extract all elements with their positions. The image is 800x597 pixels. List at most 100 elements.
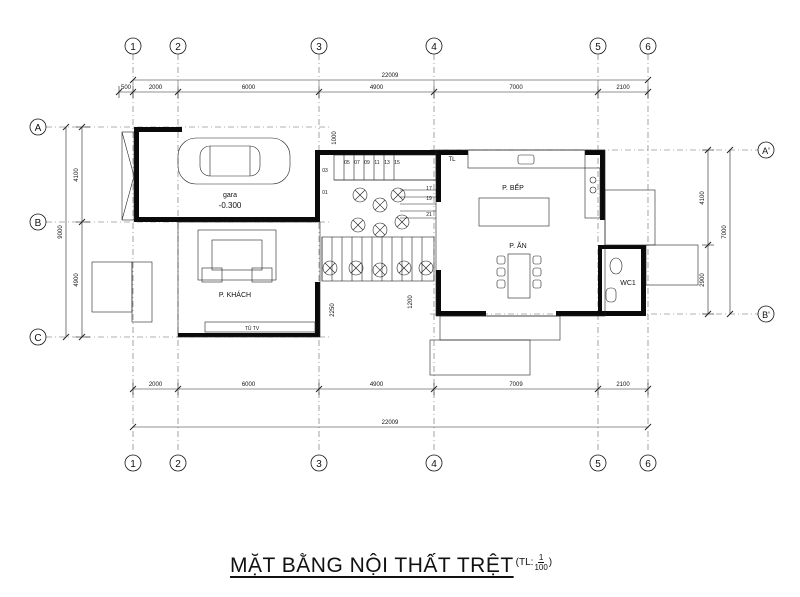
wall-khach-bottom: [178, 333, 320, 337]
axis-bubble-col: [425, 454, 443, 472]
dining-chair: [532, 279, 542, 289]
axis-bubble-col: [310, 454, 328, 472]
dim-bottom-total-label: 22009: [382, 420, 399, 426]
axis-row-right-label: B': [762, 310, 770, 320]
dim-tick: [644, 423, 652, 431]
axis-bubble-col: [124, 454, 142, 472]
wall-kitchen-top-right: [585, 150, 605, 155]
axis-col-label: 2: [175, 42, 181, 53]
wall-wc-right: [641, 245, 646, 315]
wall-wc-top: [598, 245, 646, 249]
axis-col-label: 6: [645, 459, 651, 470]
outdoor-step: [604, 189, 656, 246]
drawing-scale: (TL: 1 100 ): [516, 553, 552, 572]
dim-1000-label: 1000: [332, 131, 338, 145]
kitchen-island: [478, 197, 550, 227]
scale-prefix: (TL:: [515, 557, 534, 568]
stair-number: 05: [344, 160, 350, 166]
axis-bubble-col: [589, 37, 607, 55]
gara-door-diag: [121, 175, 135, 221]
scale-fraction: 1 100: [534, 553, 547, 572]
dim-top-label: 2100: [616, 85, 630, 91]
plant-leaf: [374, 199, 386, 211]
plant-icon: [372, 262, 388, 278]
dim-right-label: 2900: [700, 273, 706, 287]
axis-bubble-col: [639, 454, 657, 472]
room-label-gara-level: -0.300: [219, 201, 242, 210]
drawing-title: MẶT BẰNG NỘI THẤT TRỆT: [230, 554, 514, 577]
car-roof: [199, 145, 261, 177]
dim-tick: [644, 76, 652, 84]
stair-number: 21: [426, 212, 432, 218]
dim-top-label: 4900: [370, 85, 384, 91]
plant-leaf: [352, 219, 364, 231]
wall-tl-top: [436, 150, 468, 155]
axis-col-label: 3: [316, 42, 322, 53]
room-label-tl: TL: [448, 157, 456, 163]
sofa-outer: [197, 229, 277, 281]
stair-number: 15: [394, 160, 400, 166]
dim-left-total-label: 9000: [58, 225, 64, 239]
axis-row-label: B: [35, 218, 42, 229]
stair-number: 03: [322, 168, 328, 174]
outdoor-step: [429, 339, 531, 376]
stair-number: 09: [364, 160, 370, 166]
wall-gara-top: [134, 127, 182, 132]
dim-left-label: 4100: [74, 168, 80, 182]
wall-center-left: [315, 150, 320, 222]
furniture: [91, 131, 699, 376]
wall-kitchen-bottom-left: [436, 311, 486, 316]
plant-leaf: [396, 216, 408, 228]
plant-icon: [322, 260, 338, 276]
stair-number: 13: [384, 160, 390, 166]
kitchen-counter-top: [467, 149, 586, 169]
stair-number: 19: [426, 196, 432, 202]
axis-col-label: 6: [645, 42, 651, 53]
room-label-wc: WC1: [620, 280, 636, 287]
axis-bubble-row: [29, 328, 47, 346]
axis-row-label: C: [34, 333, 41, 344]
walls: [134, 127, 646, 337]
plant-leaf: [420, 262, 432, 274]
axis-bubble-col: [310, 37, 328, 55]
axis-bubble-row: [29, 213, 47, 231]
dim-bottom-label: 6000: [242, 382, 256, 388]
stove-burner-icon: [589, 176, 597, 184]
axis-bubble-col: [169, 454, 187, 472]
dining-chair: [532, 255, 542, 265]
axis-col-label: 1: [130, 459, 136, 470]
dim-top-label: 2000: [149, 85, 163, 91]
dim-1200-label: 1200: [408, 295, 414, 309]
plant-leaf: [324, 262, 336, 274]
dim-right-label: 4100: [700, 191, 706, 205]
dim-2250-label: 2250: [330, 303, 336, 317]
room-label-khach: P. KHÁCH: [219, 290, 251, 299]
stair-number: 07: [354, 160, 360, 166]
axis-row-right-label: A': [762, 146, 770, 156]
axis-col-label: 3: [316, 459, 322, 470]
plant-icon: [372, 222, 388, 238]
coffee-table: [211, 239, 263, 271]
courtyard-paving: [321, 236, 435, 282]
wall-kitchen-left-top: [436, 150, 441, 202]
dining-chair: [496, 267, 506, 277]
dim-right-total-label: 7000: [722, 225, 728, 239]
plant-leaf: [374, 224, 386, 236]
axis-bubble-row-right: [757, 141, 775, 159]
axis-col-label: 2: [175, 459, 181, 470]
plant-icon: [350, 217, 366, 233]
room-kitchen-outline: [435, 149, 606, 317]
plant-leaf: [350, 262, 362, 274]
plant-icon: [418, 260, 434, 276]
axis-bubble-col: [169, 37, 187, 55]
stair-number: 11: [374, 160, 379, 166]
outdoor-step: [91, 261, 133, 313]
plant-leaf: [354, 189, 366, 201]
plant-leaf: [392, 189, 404, 201]
wall-gara-bottom: [134, 217, 320, 222]
drawing-title-block: MẶT BẰNG NỘI THẤT TRỆT (TL: 1 100 ): [230, 542, 552, 578]
axis-col-label: 1: [130, 42, 136, 53]
gara-door-diag: [121, 131, 135, 177]
